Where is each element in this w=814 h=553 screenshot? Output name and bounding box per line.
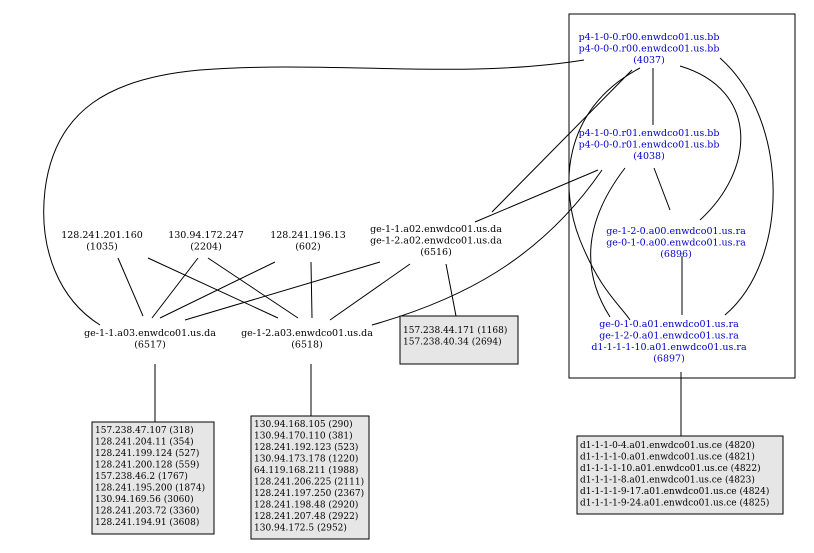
edge-ip160-a03-1 — [117, 257, 144, 317]
edge-ip13-a03-2 — [310, 261, 313, 319]
host-list-item: 128.241.206.225 (2111) — [254, 477, 364, 488]
host-list-item: 130.94.168.105 (290) — [254, 419, 353, 430]
host-list-item: 128.241.195.200 (1874) — [95, 483, 205, 494]
node-label-line: (6896) — [660, 249, 692, 260]
host-list-item: d1-1-1-1-8.a01.enwdco01.us.ce (4823) — [580, 475, 755, 486]
node-ip-130-94-172-247[interactable]: 130.94.172.247(2204) — [168, 230, 244, 253]
edge-ip247-a03-1 — [151, 257, 199, 319]
box-a02-hosts: 157.238.44.171 (1168)157.238.40.34 (2694… — [399, 315, 519, 365]
node-label-line: 130.94.172.247 — [168, 230, 244, 241]
host-list-item: 128.241.198.48 (2920) — [254, 500, 358, 511]
host-list-item: 64.119.168.211 (1988) — [254, 465, 358, 476]
box-a01-hosts: d1-1-1-0-4.a01.enwdco01.us.ce (4820)d1-1… — [576, 435, 784, 515]
node-ip-128-241-201-160[interactable]: 128.241.201.160(1035) — [61, 230, 143, 253]
node-label-line: p4-0-0-0.r00.enwdco01.us.bb — [579, 44, 720, 55]
node-label-line: 128.241.196.13 — [270, 230, 346, 241]
host-list-item: d1-1-1-1-0.a01.enwdco01.us.ce (4821) — [580, 452, 755, 463]
node-label-line: (6897) — [653, 354, 685, 365]
host-list-item: 128.241.203.72 (3360) — [95, 506, 199, 517]
host-list-item: 128.241.200.128 (559) — [95, 460, 199, 471]
host-list-item: 128.241.204.11 (354) — [95, 437, 194, 448]
edge-r01-a00 — [653, 167, 671, 211]
host-list-item: 130.94.173.178 (1220) — [254, 454, 358, 465]
host-list-item: 130.94.170.110 (381) — [254, 431, 353, 442]
host-list-item: 128.241.207.48 (2922) — [254, 511, 358, 522]
host-list-item: 157.238.46.2 (1767) — [95, 471, 188, 482]
node-label-line: d1-1-1-1-10.a01.enwdco01.us.ra — [591, 342, 747, 353]
node-label-line: p4-1-0-0.r01.enwdco01.us.bb — [579, 128, 720, 139]
host-list-item: d1-1-1-1-9-24.a01.enwdco01.us.ce (4825) — [580, 498, 769, 509]
edge-r00-a01-right — [719, 57, 774, 316]
node-label-line: ge-1-1.a03.enwdco01.us.da — [84, 328, 216, 339]
host-list-item: 157.238.44.171 (1168) — [403, 325, 507, 336]
edge-r01-a02 — [474, 169, 599, 223]
edge-r00-a01-left — [568, 67, 641, 321]
node-a03-2[interactable]: ge-1-2.a03.enwdco01.us.da(6518) — [241, 328, 373, 351]
node-label-line: ge-1-2.a03.enwdco01.us.da — [241, 328, 373, 339]
edge-r00-a02 — [491, 69, 633, 213]
box-a03-2-hosts: 130.94.168.105 (290)130.94.170.110 (381)… — [250, 415, 370, 540]
edges — [43, 57, 774, 436]
edge-r00-a00 — [679, 65, 742, 221]
edge-a02-a03-2 — [329, 263, 411, 321]
box-a03-1-hosts: 157.238.47.107 (318)128.241.204.11 (354)… — [91, 421, 215, 535]
node-label-line: (6516) — [420, 247, 452, 258]
node-ip-128-241-196-13[interactable]: 128.241.196.13(602) — [270, 230, 346, 253]
host-list-item: d1-1-1-0-4.a01.enwdco01.us.ce (4820) — [580, 440, 755, 451]
host-list-item: 157.238.47.107 (318) — [95, 425, 194, 436]
edge-ip13-a03-1 — [159, 261, 276, 319]
node-label-line: (4038) — [633, 151, 665, 162]
node-label-line: ge-1-1.a02.enwdco01.us.da — [370, 224, 502, 235]
host-list-item: d1-1-1-1-10.a01.enwdco01.us.ce (4822) — [580, 463, 761, 474]
edge-ip160-a03-2 — [147, 257, 279, 319]
node-label-line: (6518) — [291, 340, 323, 351]
edge-r01-a01 — [590, 167, 626, 318]
host-list-item: 128.241.199.124 (527) — [95, 448, 199, 459]
node-label-line: p4-0-0-0.r01.enwdco01.us.bb — [579, 140, 720, 151]
host-list-item: d1-1-1-1-9-17.a01.enwdco01.us.ce (4824) — [580, 486, 769, 497]
host-list-item: 130.94.169.56 (3060) — [95, 494, 194, 505]
host-list-item: 130.94.172.5 (2952) — [254, 523, 347, 534]
node-label-line: ge-1-2-0.a00.enwdco01.us.ra — [606, 226, 746, 237]
host-list-item: 157.238.40.34 (2694) — [403, 337, 502, 348]
host-list-item: 128.241.192.123 (523) — [254, 442, 358, 453]
node-label-line: (1035) — [86, 242, 118, 253]
edge-a02-a03-1 — [184, 261, 381, 321]
node-label-line: ge-1-2-0.a01.enwdco01.us.ra — [599, 331, 739, 342]
host-list-item: 128.241.197.250 (2367) — [254, 488, 364, 499]
node-label-line: (6517) — [134, 340, 166, 351]
node-label-line: p4-1-0-0.r00.enwdco01.us.bb — [579, 32, 720, 43]
host-list-item: 128.241.194.91 (3608) — [95, 517, 199, 528]
edge-r00-a03-1 — [43, 59, 585, 326]
edge-ip247-a03-2 — [207, 257, 299, 319]
node-label-line: (602) — [295, 242, 321, 253]
node-label-line: (2204) — [190, 242, 222, 253]
node-label-line: ge-0-1-0.a00.enwdco01.us.ra — [606, 238, 746, 249]
node-label-line: (4037) — [633, 55, 665, 66]
node-a03-1[interactable]: ge-1-1.a03.enwdco01.us.da(6517) — [84, 328, 216, 351]
node-label-line: ge-1-2.a02.enwdco01.us.da — [370, 236, 502, 247]
edge-a02-box — [445, 263, 457, 317]
edge-r01-a03-2 — [371, 169, 603, 326]
node-label-line: 128.241.201.160 — [61, 230, 143, 241]
node-label-line: ge-0-1-0.a01.enwdco01.us.ra — [599, 319, 739, 330]
